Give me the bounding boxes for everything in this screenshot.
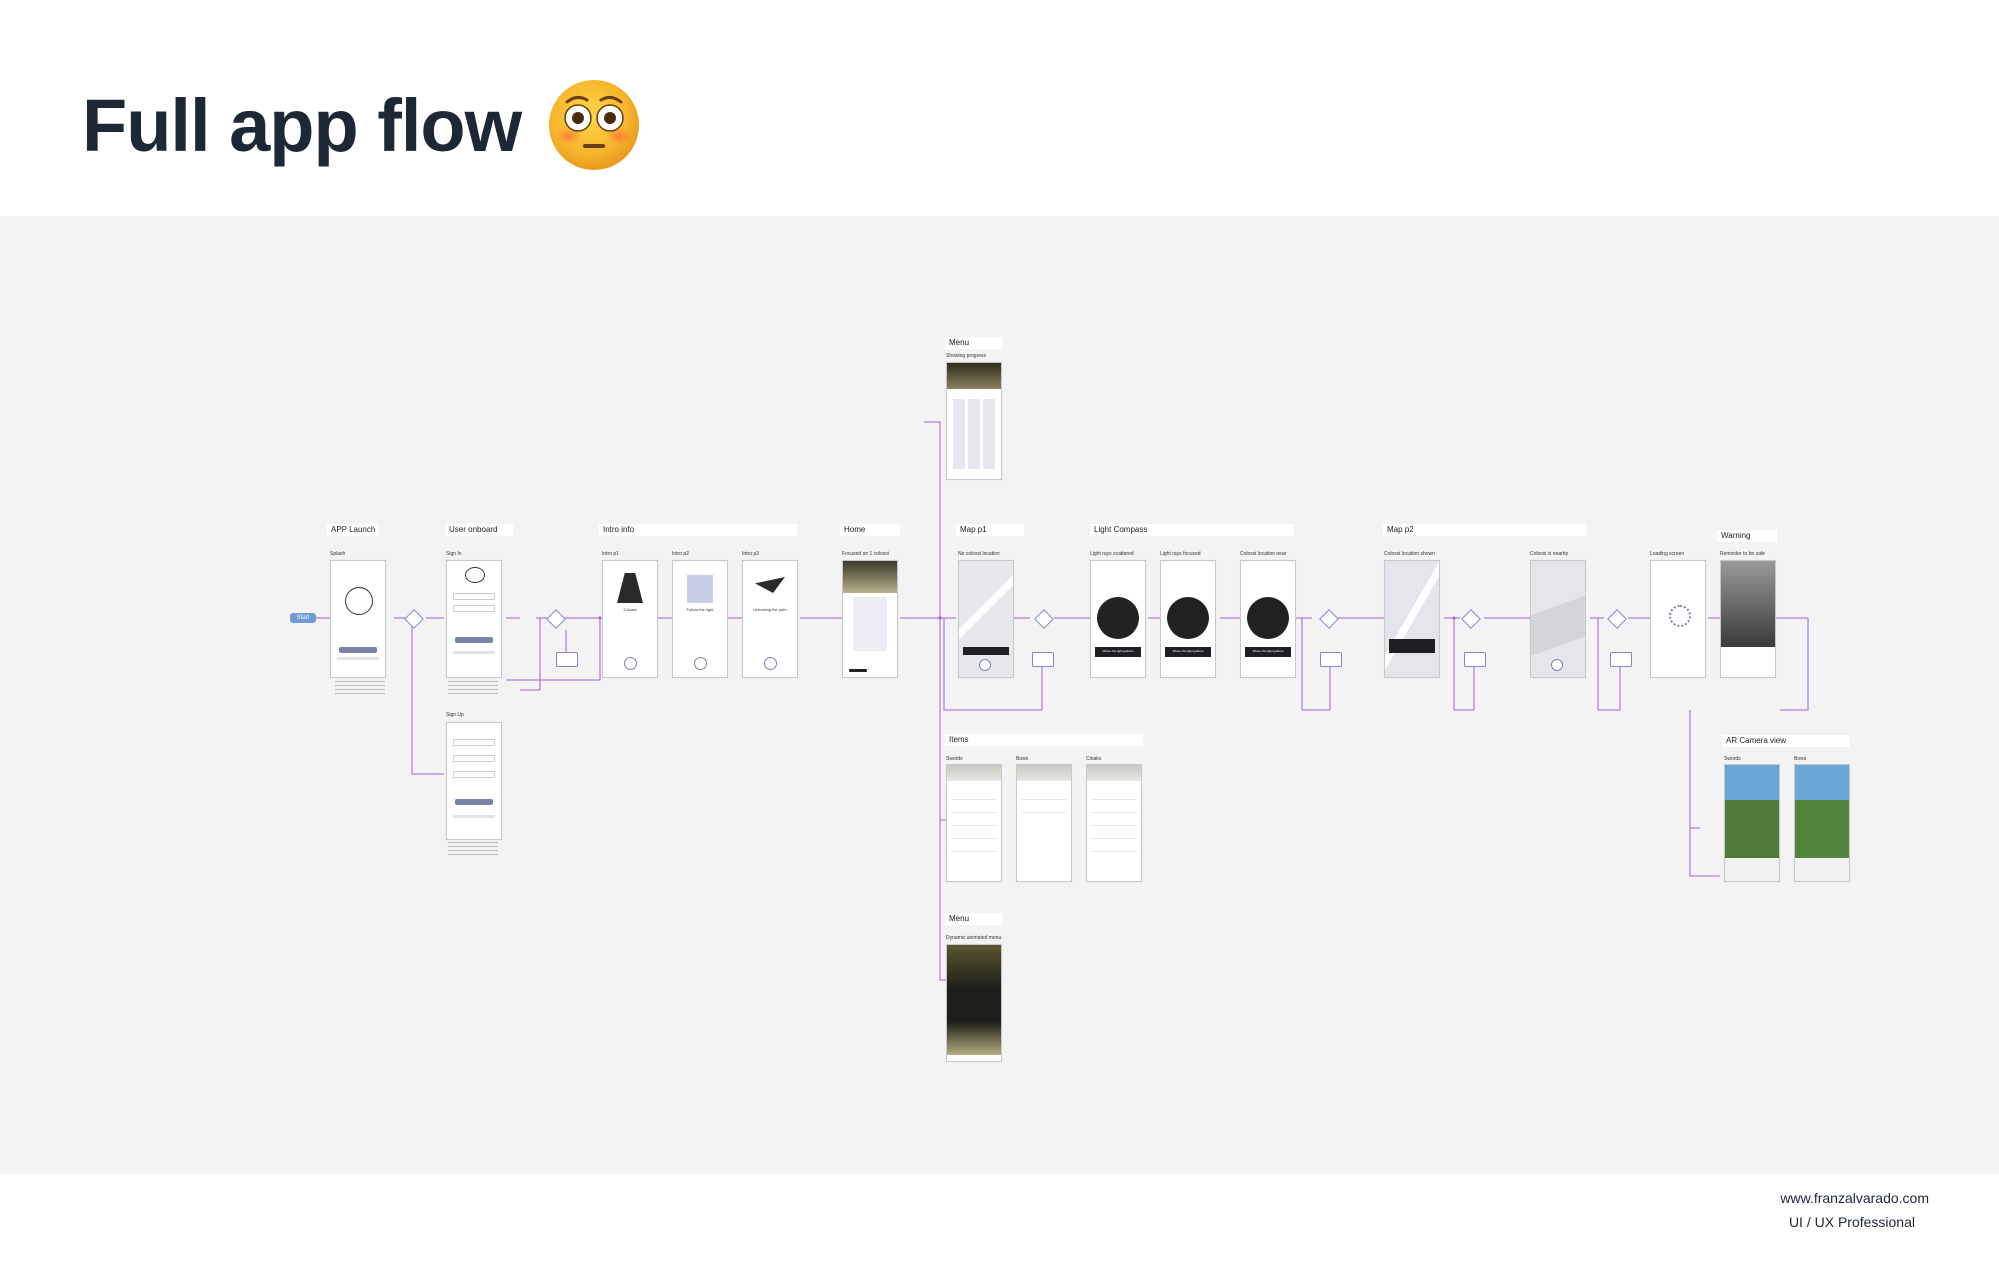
section-light-compass: Light Compass bbox=[1090, 524, 1294, 536]
section-intro-info: Intro info bbox=[599, 524, 797, 536]
screen-label: Swords bbox=[946, 756, 963, 762]
intro-p3-screen[interactable]: Unlocking the path bbox=[742, 560, 798, 678]
flushed-face-icon bbox=[547, 78, 641, 172]
screen-label: Showing progress bbox=[946, 353, 987, 359]
items-cloaks-screen[interactable] bbox=[1086, 764, 1142, 882]
screen-label: Intro p1 bbox=[602, 551, 619, 557]
intro-p2-screen[interactable]: Follow the light bbox=[672, 560, 728, 678]
section-warning: Warning bbox=[1717, 530, 1777, 542]
menu-progress-screen[interactable] bbox=[946, 362, 1002, 480]
decision-note bbox=[556, 652, 578, 667]
screen-label: Focused on 1 colossi bbox=[842, 551, 889, 557]
sign-in-screen[interactable] bbox=[446, 560, 502, 678]
screen-label: Bows bbox=[1794, 756, 1807, 762]
screen-label: No colossi location bbox=[958, 551, 1000, 557]
screen-label: Swords bbox=[1724, 756, 1741, 762]
screen-label: Loading screen bbox=[1650, 551, 1685, 557]
ar-swords-screen[interactable] bbox=[1724, 764, 1780, 882]
screen-label: Colossi is nearby bbox=[1530, 551, 1569, 557]
footer-url[interactable]: www.franzalvarado.com bbox=[1780, 1190, 1929, 1206]
section-map-p2: Map p2 bbox=[1383, 524, 1587, 536]
screen-label: Splash bbox=[330, 551, 346, 557]
section-menu-bottom: Menu bbox=[945, 913, 1003, 925]
splash-screen[interactable] bbox=[330, 560, 386, 678]
section-user-onboard: User onboard bbox=[445, 524, 513, 536]
home-screen[interactable] bbox=[842, 560, 898, 678]
compass-focused-screen[interactable]: Where the light gathers bbox=[1160, 560, 1216, 678]
section-home: Home bbox=[840, 524, 900, 536]
section-map-p1: Map p1 bbox=[956, 524, 1024, 536]
section-items: Items bbox=[945, 734, 1143, 746]
section-ar-camera: AR Camera view bbox=[1722, 735, 1850, 747]
decision-note bbox=[1464, 652, 1486, 667]
start-node[interactable]: Start bbox=[290, 613, 316, 623]
screen-label: Light rays scattered bbox=[1090, 551, 1134, 557]
screen-label: Cloaks bbox=[1086, 756, 1102, 762]
ar-bows-screen[interactable] bbox=[1794, 764, 1850, 882]
compass-near-screen[interactable]: Where the light gathers bbox=[1240, 560, 1296, 678]
section-app-launch: APP Launch bbox=[327, 524, 380, 536]
decision-note bbox=[1032, 652, 1054, 667]
items-bows-screen[interactable] bbox=[1016, 764, 1072, 882]
screen-label: Intro p3 bbox=[742, 551, 759, 557]
screen-note bbox=[448, 842, 498, 858]
screen-label: Colossi location shown bbox=[1384, 551, 1435, 557]
screen-label: Intro p2 bbox=[672, 551, 689, 557]
map-p2-nearby-screen[interactable] bbox=[1530, 560, 1586, 678]
dynamic-menu-screen[interactable] bbox=[946, 944, 1002, 1062]
screen-label: Bows bbox=[1016, 756, 1029, 762]
screen-label: Sign In bbox=[446, 551, 462, 557]
screen-note bbox=[448, 681, 498, 697]
decision-note bbox=[1610, 652, 1632, 667]
loading-screen bbox=[1650, 560, 1706, 678]
section-menu-top: Menu bbox=[945, 337, 1003, 349]
sign-up-button[interactable] bbox=[455, 799, 493, 805]
map-p2-shown-screen[interactable] bbox=[1384, 560, 1440, 678]
sign-up-screen[interactable] bbox=[446, 722, 502, 840]
screen-label: Sign Up bbox=[446, 712, 464, 718]
map-p1-screen[interactable] bbox=[958, 560, 1014, 678]
screen-label: Colossi location near bbox=[1240, 551, 1287, 557]
screen-note bbox=[335, 681, 385, 697]
page-title: Full app flow bbox=[82, 83, 522, 167]
items-swords-screen[interactable] bbox=[946, 764, 1002, 882]
warning-screen[interactable] bbox=[1720, 560, 1776, 678]
sign-in-button[interactable] bbox=[455, 637, 493, 643]
intro-p1-screen[interactable]: Colossi bbox=[602, 560, 658, 678]
screen-label: Reminder to be safe bbox=[1720, 551, 1766, 557]
compass-scattered-screen[interactable]: Where the light gathers bbox=[1090, 560, 1146, 678]
footer-role: UI / UX Professional bbox=[1788, 1214, 1915, 1230]
screen-label: Light rays focused bbox=[1160, 551, 1201, 557]
screen-label: Dynamic animated menu bbox=[946, 935, 1002, 941]
page-header: Full app flow bbox=[82, 70, 641, 180]
decision-note bbox=[1320, 652, 1342, 667]
